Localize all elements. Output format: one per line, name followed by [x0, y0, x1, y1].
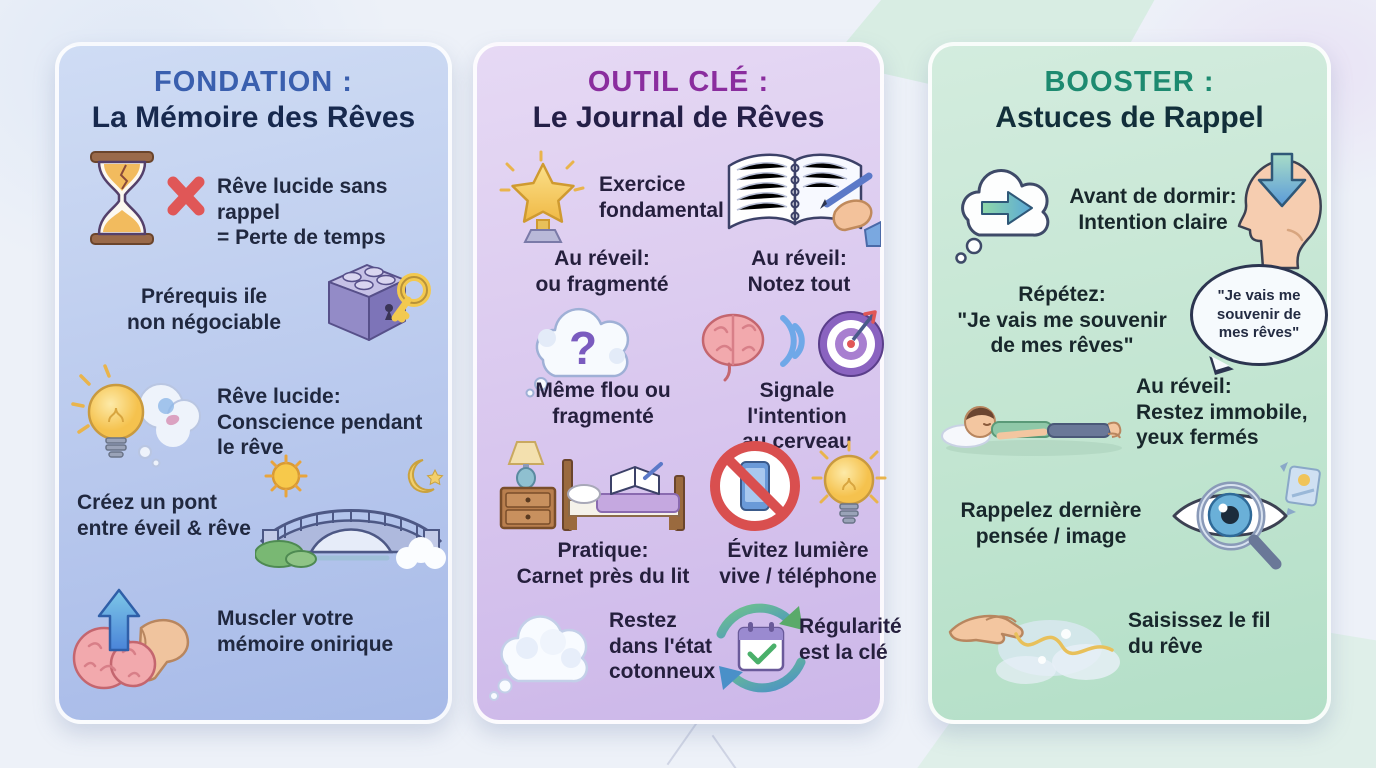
- panel-fondation: FONDATION : La Mémoire des Rêves Rêve lu…: [55, 42, 452, 724]
- svg-text:?: ?: [569, 322, 597, 374]
- item-text-lucid-def: Rêve lucide: Conscience pendant le rêve: [217, 385, 423, 460]
- panel-kicker: OUTIL CLÉ :: [587, 66, 770, 98]
- item-text-muscle: Muscler votre mémoire onirique: [217, 607, 394, 656]
- item-text-repeat: Répétez: "Je vais me souvenir de mes rêv…: [957, 283, 1167, 358]
- broken-hourglass-x-icon: [81, 150, 211, 246]
- lego-brick-key-icon: [311, 252, 435, 352]
- caption-wake-left: Au réveil: ou fragmenté: [535, 247, 669, 296]
- cloud-question-icon: ?: [521, 294, 649, 398]
- star-trophy-icon: [497, 150, 593, 250]
- bridge-day-night-icon: [254, 446, 447, 572]
- brain-signal-target-icon: [699, 304, 887, 390]
- lightbulb-dream-cloud-icon: [71, 364, 209, 476]
- item-text-prerequisite: Prérequis iſe non négociable: [126, 285, 281, 334]
- item-text-thread: Saisissez le fil du rêve: [1128, 609, 1271, 658]
- item-text-exercise: Exercice fondamental: [599, 173, 724, 222]
- caption-wake-right: Au réveil: Notez tout: [747, 247, 851, 296]
- panel-title: Le Journal de Rêves: [532, 101, 825, 134]
- brain-muscle-arrow-icon: [71, 586, 209, 694]
- panel-booster: BOOSTER : Astuces de Rappel Avant de dor…: [928, 42, 1331, 724]
- item-text-cotton: Restez dans l'état cotonneux: [609, 609, 716, 684]
- panel-title: La Mémoire des Rêves: [91, 101, 416, 134]
- eye-magnifier-icon: [1170, 458, 1328, 580]
- item-text-recall: Rappelez dernière pensée / image: [960, 499, 1142, 548]
- person-lying-still-icon: [940, 380, 1128, 458]
- thought-cloud-arrow-icon: [948, 158, 1072, 266]
- no-phone-bulb-icon: [709, 438, 887, 538]
- speech-bubble: "Je vais me souvenir de mes rêves": [1190, 264, 1328, 366]
- item-text-intention: Avant de dormir: Intention claire: [1069, 185, 1237, 234]
- item-text-timewaste: Rêve lucide sans rappel = Perte de temps: [217, 175, 388, 250]
- item-text-wake: Au réveil: Restez immobile, yeux fermés: [1136, 375, 1308, 450]
- panel-title: Astuces de Rappel: [995, 101, 1264, 134]
- bedside-notebook-icon: [493, 434, 689, 542]
- cotton-cloud-icon: [487, 602, 607, 702]
- caption-signal: Signale l'intention au cerveau: [742, 379, 852, 454]
- panel-kicker: BOOSTER :: [1044, 66, 1215, 98]
- caption-fuzzy: Même flou ou fragmenté: [535, 379, 671, 428]
- item-text-regularity: Régularité est la clé: [799, 615, 902, 664]
- panel-outil-cle: OUTIL CLÉ : Le Journal de Rêves Exercice…: [473, 42, 902, 724]
- head-down-arrow-icon: [1232, 152, 1332, 272]
- calendar-cycle-icon: [703, 592, 819, 704]
- caption-avoid: Évitez lumière vive / téléphone: [719, 539, 877, 588]
- caption-practice: Pratique: Carnet près du lit: [516, 539, 690, 588]
- hand-thread-icon: [946, 586, 1130, 698]
- item-text-bridge: Créez un pont entre éveil & rêve: [77, 491, 251, 540]
- dream-journal-writing-icon: [717, 142, 882, 250]
- panel-kicker: FONDATION :: [154, 66, 353, 98]
